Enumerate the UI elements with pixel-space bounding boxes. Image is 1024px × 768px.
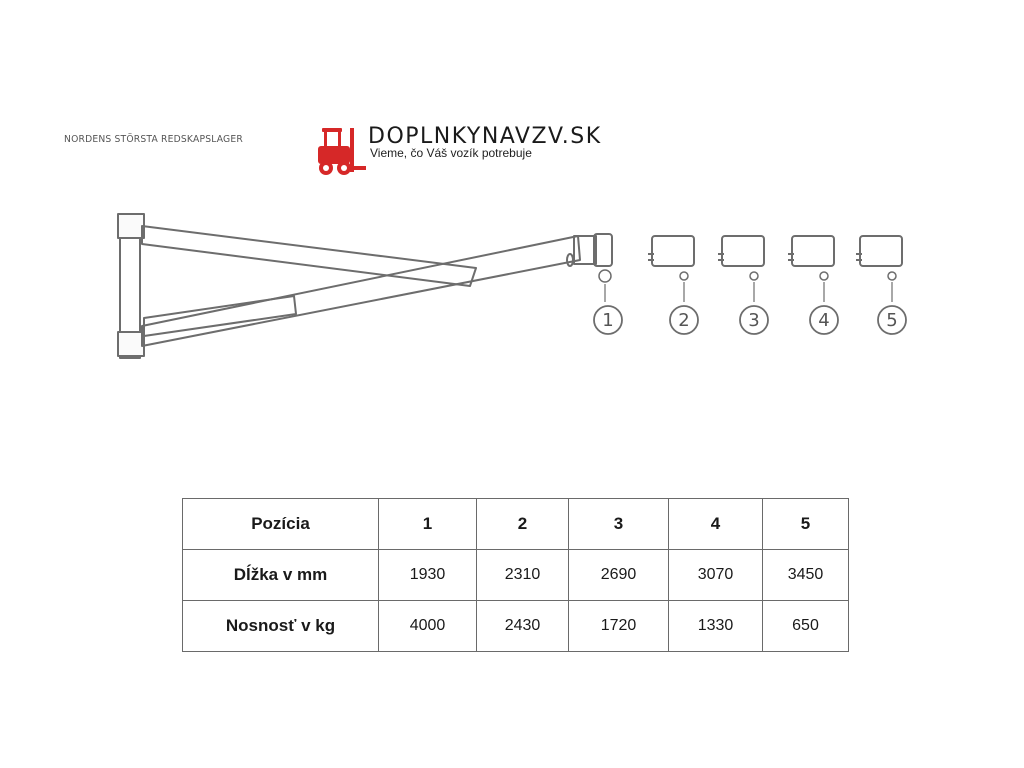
forklift-icon	[318, 128, 366, 175]
table-row-position: Pozícia 1 2 3 4 5	[182, 498, 849, 550]
boom-tip-collar	[593, 233, 613, 267]
table-cell: 4000	[378, 600, 477, 652]
extension-2	[648, 235, 695, 267]
pivot-1	[598, 269, 612, 283]
table-cell: 1720	[568, 600, 669, 652]
position-label-5: 5	[886, 310, 897, 331]
table-cell: 3070	[668, 549, 763, 601]
table-cell: 1	[378, 498, 477, 550]
extension-3	[718, 235, 765, 267]
inner-brace	[143, 295, 297, 337]
pivot-5	[887, 271, 897, 281]
position-label-3: 3	[748, 310, 759, 331]
spec-table: Pozícia 1 2 3 4 5 Dĺžka v mm 1930 2310 2…	[182, 498, 849, 652]
upper-strut	[141, 225, 477, 287]
table-row-length: Dĺžka v mm 1930 2310 2690 3070 3450	[182, 549, 849, 601]
extension-4	[788, 235, 835, 267]
mast-top-cap	[117, 213, 145, 239]
table-cell: 2690	[568, 549, 669, 601]
pivot-2	[679, 271, 689, 281]
boom-tip	[573, 235, 597, 265]
row-label: Nosnosť v kg	[182, 600, 379, 652]
mast-bottom-cap	[117, 331, 145, 357]
position-label-4: 4	[818, 310, 829, 331]
table-cell: 650	[762, 600, 849, 652]
main-boom	[141, 235, 581, 347]
table-cell: 1930	[378, 549, 477, 601]
table-cell: 3450	[762, 549, 849, 601]
brand-name: DOPLNKYNAVZV.SK	[368, 124, 602, 149]
table-cell: 2	[476, 498, 569, 550]
pivot-3	[749, 271, 759, 281]
boom-diagram: 1 2 3 4 5	[117, 213, 907, 359]
row-label: Pozícia	[182, 498, 379, 550]
brand-logo: DOPLNKYNAVZV.SK Vieme, čo Váš vozík potr…	[312, 122, 712, 178]
pivot-4	[819, 271, 829, 281]
table-row-capacity: Nosnosť v kg 4000 2430 1720 1330 650	[182, 600, 849, 652]
boom-tip-pin	[566, 253, 574, 267]
table-cell: 2430	[476, 600, 569, 652]
table-cell: 2310	[476, 549, 569, 601]
extension-5	[856, 235, 903, 267]
brand-tagline: Vieme, čo Váš vozík potrebuje	[370, 146, 532, 160]
supplier-text: NORDENS STÖRSTA REDSKAPSLAGER	[64, 134, 243, 145]
position-label-1: 1	[602, 310, 613, 331]
table-cell: 1330	[668, 600, 763, 652]
table-cell: 3	[568, 498, 669, 550]
table-cell: 5	[762, 498, 849, 550]
position-label-2: 2	[678, 310, 689, 331]
row-label: Dĺžka v mm	[182, 549, 379, 601]
table-cell: 4	[668, 498, 763, 550]
